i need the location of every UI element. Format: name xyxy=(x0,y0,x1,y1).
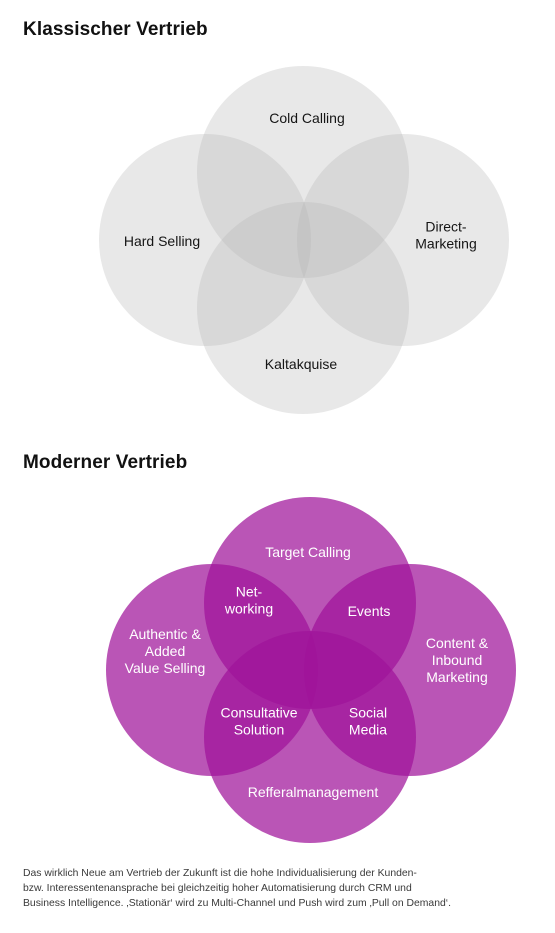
label-line: Content & xyxy=(426,635,489,651)
classic-circle-right xyxy=(297,134,509,346)
modern-sales-title: Moderner Vertrieb xyxy=(23,452,188,473)
label-line: Value Selling xyxy=(125,660,206,676)
modern-label-networking: Net-working xyxy=(224,584,273,617)
modern-venn-circles xyxy=(106,497,516,843)
label-line: Consultative xyxy=(220,705,297,721)
label-line: Hard Selling xyxy=(124,233,200,249)
classic-label-cold-calling: Cold Calling xyxy=(269,110,344,126)
label-line: Social xyxy=(349,705,387,721)
classic-labels: Cold Calling Hard Selling Direct-Marketi… xyxy=(124,110,477,372)
classic-label-direct-marketing: Direct-Marketing xyxy=(415,219,476,252)
label-line: Events xyxy=(348,603,391,619)
label-line: Inbound xyxy=(432,652,483,668)
label-line: Solution xyxy=(234,722,285,738)
label-line: Refferalmanagement xyxy=(248,784,379,800)
classic-circle-bottom xyxy=(197,202,409,414)
footnote-line: Business Intelligence. ‚Stationär‘ wird … xyxy=(23,898,451,909)
label-line: Authentic & xyxy=(129,626,201,642)
label-line: working xyxy=(224,601,273,617)
modern-circle-bottom xyxy=(204,631,416,843)
classic-sales-title: Klassischer Vertrieb xyxy=(23,19,208,40)
modern-label-refferalmanagement: Refferalmanagement xyxy=(248,784,379,800)
footnote-line: bzw. Interessentenansprache bei gleichze… xyxy=(23,883,412,894)
label-line: Target Calling xyxy=(265,544,351,560)
label-line: Marketing xyxy=(415,236,476,252)
classic-label-kaltakquise: Kaltakquise xyxy=(265,356,338,372)
classic-label-hard-selling: Hard Selling xyxy=(124,233,200,249)
label-line: Direct- xyxy=(425,219,467,235)
label-line: Marketing xyxy=(426,669,487,685)
label-line: Kaltakquise xyxy=(265,356,338,372)
footnote-line: Das wirklich Neue am Vertrieb der Zukunf… xyxy=(23,868,417,879)
label-line: Media xyxy=(349,722,387,738)
footnote: Das wirklich Neue am Vertrieb der Zukunf… xyxy=(23,866,543,911)
label-line: Cold Calling xyxy=(269,110,344,126)
label-line: Net- xyxy=(236,584,263,600)
classic-circle-top xyxy=(197,66,409,278)
classic-venn-circles xyxy=(99,66,509,414)
label-line: Added xyxy=(145,643,185,659)
modern-label-events: Events xyxy=(348,603,391,619)
classic-circle-left xyxy=(99,134,311,346)
modern-label-target-calling: Target Calling xyxy=(265,544,351,560)
